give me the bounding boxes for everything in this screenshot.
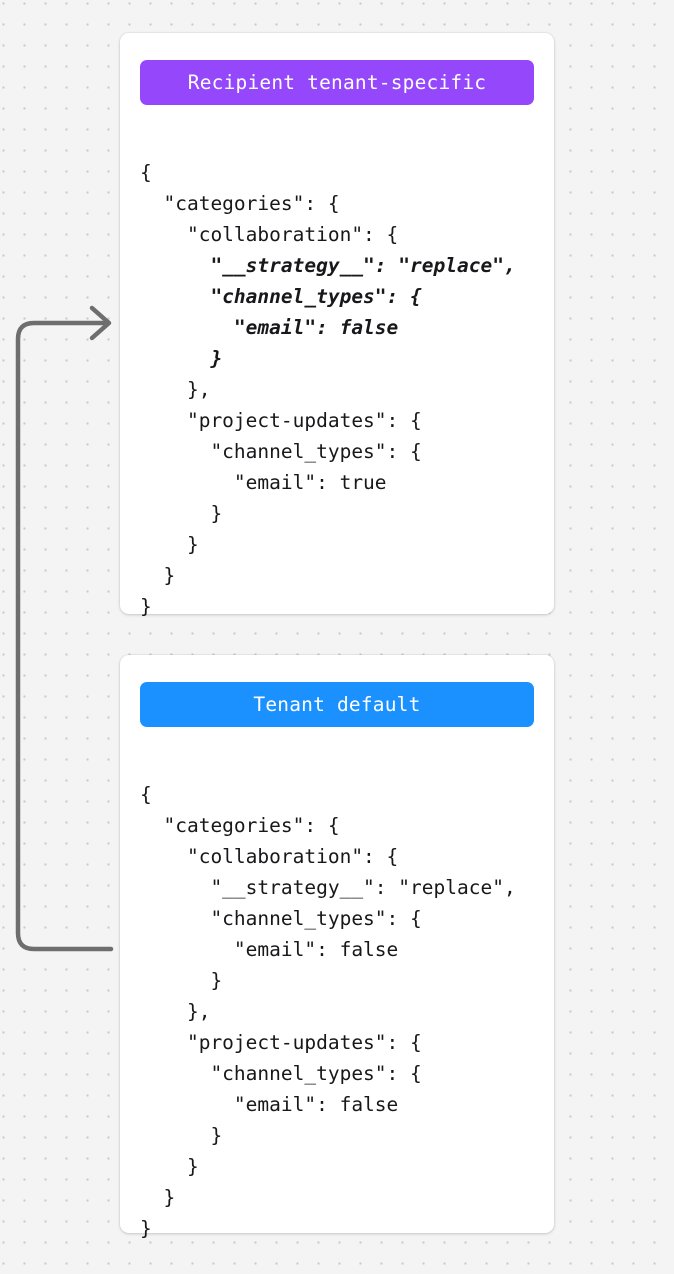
code-line: "email": false <box>140 1093 399 1116</box>
code-line: } <box>140 533 199 556</box>
arrow-head-icon <box>89 305 112 341</box>
card-header-tenant-default: Tenant default <box>140 682 534 727</box>
code-line: { <box>140 161 152 184</box>
json-code-recipient: { "categories": { "collaboration": { "__… <box>140 126 534 622</box>
code-line: } <box>140 502 223 525</box>
code-line: "email": false <box>140 938 399 961</box>
code-line: } <box>140 1186 176 1209</box>
code-line: } <box>140 1155 199 1178</box>
code-line: "channel_types": { <box>140 285 422 308</box>
code-line: "channel_types": { <box>140 907 422 930</box>
code-line: "collaboration": { <box>140 845 399 868</box>
code-line: "email": false <box>140 316 399 339</box>
card-tenant-default: Tenant default { "categories": { "collab… <box>120 655 554 1240</box>
json-code-tenant: { "categories": { "collaboration": { "__… <box>140 748 534 1244</box>
code-line: } <box>140 1124 223 1147</box>
code-line: "channel_types": { <box>140 1062 422 1085</box>
code-line: "collaboration": { <box>140 223 399 246</box>
arrow-path <box>15 320 114 952</box>
code-line: "__strategy__": "replace", <box>140 254 516 277</box>
code-line: "channel_types": { <box>140 440 422 463</box>
code-line: "project-updates": { <box>140 409 422 432</box>
code-line: "categories": { <box>140 814 340 837</box>
code-line: } <box>140 969 223 992</box>
code-line: "categories": { <box>140 192 340 215</box>
code-line: "__strategy__": "replace", <box>140 876 516 899</box>
code-line: { <box>140 783 152 806</box>
inheritance-arrow <box>15 305 114 952</box>
code-line: } <box>140 1217 152 1240</box>
code-line: } <box>140 347 223 370</box>
code-line: }, <box>140 378 211 401</box>
card-recipient-tenant-specific: Recipient tenant-specific { "categories"… <box>120 33 554 618</box>
code-line: "email": true <box>140 471 387 494</box>
code-line: } <box>140 595 152 618</box>
code-line: "project-updates": { <box>140 1031 422 1054</box>
code-line: }, <box>140 1000 211 1023</box>
code-line: } <box>140 564 176 587</box>
card-header-recipient: Recipient tenant-specific <box>140 60 534 105</box>
